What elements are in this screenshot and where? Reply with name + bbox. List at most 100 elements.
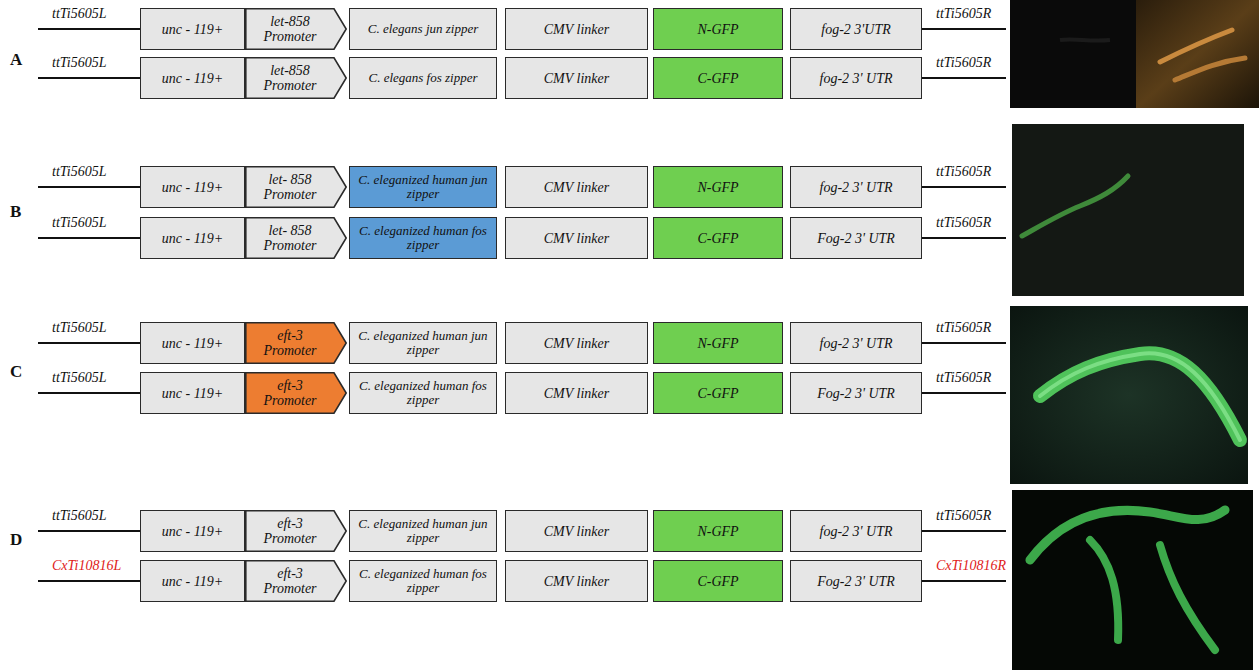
box-label: CMV linker xyxy=(540,336,613,351)
construct-box: unc - 119+ xyxy=(140,372,245,414)
box-label: unc - 119+ xyxy=(158,22,227,37)
box-label: C. eleganized human jun zipper xyxy=(350,517,496,545)
box-label: fog-2 3' UTR xyxy=(816,524,897,539)
box-label: fog-2 3' UTR xyxy=(816,336,897,351)
box-label: unc - 119+ xyxy=(158,574,227,589)
box-label: N-GFP xyxy=(693,180,742,195)
insertion-site-label: ttTi5605R xyxy=(936,508,991,524)
promoter-arrow: let- 858 Promoter xyxy=(245,166,347,208)
panel-letter: D xyxy=(10,530,22,550)
box-label: fog-2 3'UTR xyxy=(817,22,895,37)
box-label: CMV linker xyxy=(540,386,613,401)
promoter-arrow: let- 858 Promoter xyxy=(245,217,347,259)
micrograph-d xyxy=(1012,490,1253,670)
construct-box: unc - 119+ xyxy=(140,322,245,364)
box-label: eft-3 Promoter xyxy=(245,378,335,408)
construct-box: C. eleganized human fos zipper xyxy=(349,217,497,259)
box-label: unc - 119+ xyxy=(158,386,227,401)
box-label: Fog-2 3' UTR xyxy=(813,231,899,246)
box-label: N-GFP xyxy=(693,524,742,539)
construct-box: Fog-2 3' UTR xyxy=(790,217,922,259)
gfp-fragment-box: C-GFP xyxy=(653,560,783,602)
panel-letter: A xyxy=(10,50,22,70)
insertion-site-label: ttTi5605L xyxy=(52,215,106,231)
box-label: C. elegans fos zipper xyxy=(364,71,481,85)
insertion-site-label: ttTi5605R xyxy=(936,6,991,22)
insertion-site-label: ttTi5605L xyxy=(52,164,106,180)
box-label: C. eleganized human jun zipper xyxy=(350,173,496,201)
promoter-arrow: let-858 Promoter xyxy=(245,57,347,99)
box-label: C. eleganized human jun zipper xyxy=(350,329,496,357)
box-label: fog-2 3' UTR xyxy=(816,71,897,86)
box-label: unc - 119+ xyxy=(158,231,227,246)
box-label: C-GFP xyxy=(693,574,742,589)
box-label: N-GFP xyxy=(693,336,742,351)
construct-box: C. eleganized human jun zipper xyxy=(349,510,497,552)
construct-box: fog-2 3' UTR xyxy=(790,322,922,364)
construct-box: fog-2 3'UTR xyxy=(790,8,922,50)
gfp-fragment-box: N-GFP xyxy=(653,166,783,208)
box-label: C. eleganized human fos zipper xyxy=(350,567,496,595)
construct-box: CMV linker xyxy=(505,510,648,552)
construct-box: C. eleganized human jun zipper xyxy=(349,322,497,364)
construct-box: unc - 119+ xyxy=(140,57,245,99)
construct-box: unc - 119+ xyxy=(140,217,245,259)
box-label: Fog-2 3' UTR xyxy=(813,574,899,589)
gfp-fragment-box: C-GFP xyxy=(653,217,783,259)
box-label: let- 858 Promoter xyxy=(245,172,335,202)
box-label: unc - 119+ xyxy=(158,180,227,195)
micrograph-a xyxy=(1010,0,1259,108)
construct-box: CMV linker xyxy=(505,322,648,364)
promoter-arrow: eft-3 Promoter xyxy=(245,322,347,364)
construct-box: C. elegans jun zipper xyxy=(349,8,497,50)
construct-box: fog-2 3' UTR xyxy=(790,510,922,552)
construct-box: fog-2 3' UTR xyxy=(790,166,922,208)
construct-box: Fog-2 3' UTR xyxy=(790,372,922,414)
box-label: CMV linker xyxy=(540,524,613,539)
insertion-site-label: ttTi5605L xyxy=(52,320,106,336)
box-label: let- 858 Promoter xyxy=(245,223,335,253)
construct-box: C. eleganized human jun zipper xyxy=(349,166,497,208)
panel-letter: C xyxy=(10,362,22,382)
box-label: CMV linker xyxy=(540,71,613,86)
construct-box: Fog-2 3' UTR xyxy=(790,560,922,602)
gfp-fragment-box: C-GFP xyxy=(653,57,783,99)
construct-box: C. eleganized human fos zipper xyxy=(349,560,497,602)
construct-box: CMV linker xyxy=(505,166,648,208)
promoter-arrow: eft-3 Promoter xyxy=(245,510,347,552)
box-label: CMV linker xyxy=(540,574,613,589)
insertion-site-label: ttTi5605R xyxy=(936,215,991,231)
box-label: N-GFP xyxy=(693,22,742,37)
box-label: let-858 Promoter xyxy=(245,14,335,44)
promoter-shape xyxy=(246,167,346,207)
construct-box: C. elegans fos zipper xyxy=(349,57,497,99)
promoter-shape xyxy=(246,561,346,601)
promoter-shape xyxy=(246,9,346,49)
promoter-shape xyxy=(246,218,346,258)
box-label: C. elegans jun zipper xyxy=(364,22,483,36)
box-label: C-GFP xyxy=(693,386,742,401)
insertion-site-label: CxTi10816R xyxy=(936,558,1006,574)
insertion-site-lines xyxy=(38,29,1006,581)
promoter-shape xyxy=(246,511,346,551)
micrograph-c xyxy=(1010,306,1248,484)
construct-box: C. eleganized human fos zipper xyxy=(349,372,497,414)
box-label: let-858 Promoter xyxy=(245,63,335,93)
insertion-site-label: ttTi5605L xyxy=(52,55,106,71)
promoter-arrow: eft-3 Promoter xyxy=(245,560,347,602)
construct-box: CMV linker xyxy=(505,57,648,99)
promoter-shape xyxy=(246,58,346,98)
construct-box: unc - 119+ xyxy=(140,560,245,602)
construct-box: CMV linker xyxy=(505,8,648,50)
box-label: CMV linker xyxy=(540,22,613,37)
gfp-fragment-box: N-GFP xyxy=(653,510,783,552)
construct-box: CMV linker xyxy=(505,560,648,602)
insertion-site-label: ttTi5605L xyxy=(52,370,106,386)
construct-box: unc - 119+ xyxy=(140,166,245,208)
promoter-arrow: eft-3 Promoter xyxy=(245,372,347,414)
insertion-site-label: ttTi5605R xyxy=(936,320,991,336)
box-label: eft-3 Promoter xyxy=(245,328,335,358)
box-label: C-GFP xyxy=(693,231,742,246)
construct-box: CMV linker xyxy=(505,217,648,259)
